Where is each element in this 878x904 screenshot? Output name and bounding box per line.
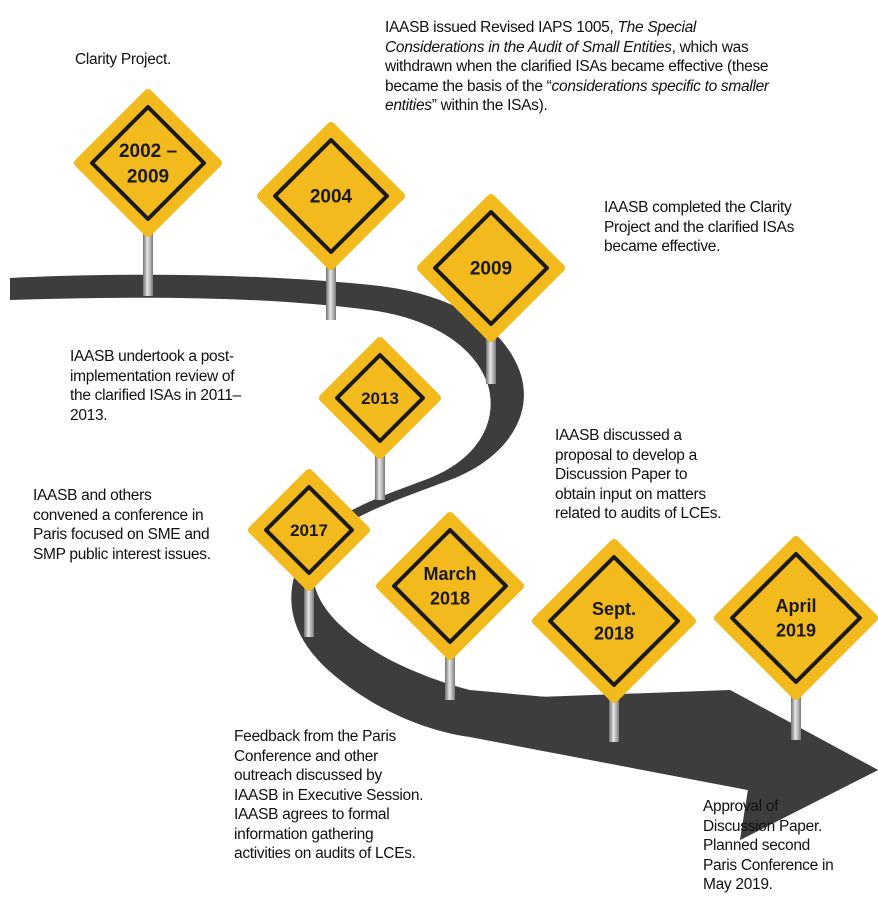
sign-label: 2019 [776, 620, 816, 640]
milestone-sign: 2009 [417, 194, 565, 342]
road [455, 690, 878, 840]
sign-label: 2017 [290, 521, 328, 540]
sign-diamond [257, 122, 405, 270]
note-line: Conference and other [234, 747, 378, 765]
note-line: outreach discussed by [234, 767, 382, 784]
sign-pole [143, 225, 153, 296]
note-line: SMP public interest issues. [33, 545, 211, 563]
sign-border [335, 353, 425, 443]
note-line: became the basis of the “considerations … [385, 77, 769, 97]
note-line: implementation review of [70, 367, 235, 385]
note-clarity-project: Clarity Project. [75, 50, 171, 70]
note-line: proposal to develop a [555, 446, 697, 464]
note-italic: The Special [617, 19, 697, 36]
sign-diamond [74, 89, 222, 237]
note-line: 2013. [70, 406, 108, 424]
sign-pole [326, 255, 336, 320]
sign-border [548, 555, 680, 687]
sign-border [433, 210, 549, 326]
note-line: Paris Conference in [703, 856, 834, 874]
note-line: Project and the clarified ISAs [604, 218, 795, 236]
sign-border [90, 105, 206, 221]
note-post-implementation-review: IAASB undertook a post- implementation r… [70, 347, 241, 425]
note-line: Paris focused on SME and [33, 526, 210, 543]
note-approval: Approval of Discussion Paper. Planned se… [703, 797, 834, 895]
sign-diamond [532, 539, 696, 703]
sign-diamond [319, 337, 441, 459]
sign-pole [445, 645, 455, 700]
sign-pole [791, 685, 801, 740]
milestone-sign: Sept. 2018 [532, 539, 696, 703]
note-text: ” within the ISAs). [431, 97, 548, 114]
milestone-sign: March 2018 [376, 512, 524, 660]
note-line: IAASB in Executive Session. [234, 786, 424, 804]
note-line: Approval of [703, 798, 779, 815]
sign-label: March [423, 564, 476, 584]
note-line: related to audits of LCEs. [555, 505, 722, 522]
note-line: obtain input on matters [555, 485, 706, 503]
sign-label: 2002 – [119, 141, 177, 162]
note-italic: entities [385, 97, 432, 114]
sign-label: 2018 [594, 623, 634, 643]
sign-label: Sept. [592, 599, 636, 619]
sign-diamond [714, 536, 878, 700]
sign-border [392, 528, 508, 644]
sign-label: 2009 [127, 166, 169, 187]
note-italic: Considerations in the Audit of Small Ent… [385, 38, 672, 56]
sign-pole [304, 580, 314, 637]
sign-pole [375, 448, 385, 500]
note-line: Clarity Project. [75, 51, 171, 68]
milestone-sign: 2004 [257, 122, 405, 270]
note-feedback: Feedback from the Paris Conference and o… [234, 727, 424, 864]
note-line: withdrawn when the clarified ISAs became… [385, 58, 769, 75]
note-line: IAASB issued Revised IAPS 1005, The Spec… [385, 18, 769, 38]
milestone-sign: 2002 – 2009 [74, 89, 222, 237]
note-iaps-1005: IAASB issued Revised IAPS 1005, The Spec… [385, 18, 769, 116]
sign-label: 2018 [430, 588, 470, 608]
milestone-sign: April 2019 [714, 536, 878, 700]
note-line: became effective. [604, 238, 721, 255]
note-line: information gathering [234, 825, 374, 843]
note-text: IAASB issued Revised IAPS 1005, [385, 19, 618, 36]
sign-label: April [775, 596, 816, 616]
sign-diamond [376, 512, 524, 660]
note-discussion-paper-proposal: IAASB discussed a proposal to develop a … [555, 426, 722, 524]
note-line: IAASB discussed a [555, 427, 682, 444]
sign-pole [486, 325, 496, 384]
sign-border [264, 485, 354, 575]
sign-diamond [248, 469, 370, 591]
sign-border [273, 138, 389, 254]
sign-label: 2009 [470, 259, 512, 280]
milestone-sign: 2017 [248, 469, 370, 591]
note-line: activities on audits of LCEs. [234, 845, 416, 862]
note-line: Discussion Paper to [555, 466, 688, 483]
note-line: IAASB completed the Clarity [604, 199, 792, 216]
milestone-sign: 2013 [319, 337, 441, 459]
sign-pole [609, 688, 619, 742]
sign-label: 2004 [310, 187, 353, 208]
note-clarity-completed: IAASB completed the Clarity Project and … [604, 198, 794, 257]
sign-label: 2013 [361, 389, 399, 408]
note-line: Planned second [703, 837, 810, 854]
note-line: IAASB and others [33, 487, 152, 504]
note-line: May 2019. [703, 876, 773, 893]
note-line: IAASB agrees to formal [234, 806, 390, 823]
note-italic: considerations specific to smaller [551, 77, 770, 95]
note-line: Feedback from the Paris [234, 728, 396, 745]
note-line: Discussion Paper. [703, 817, 822, 835]
note-line: entities” within the ISAs). [385, 96, 769, 116]
note-paris-conference: IAASB and others convened a conference i… [33, 486, 211, 564]
note-line: Considerations in the Audit of Small Ent… [385, 38, 769, 58]
note-text: , which was [671, 38, 749, 56]
note-line: IAASB undertook a post- [70, 348, 234, 365]
sign-diamond [417, 194, 565, 342]
note-text: became the basis of the “ [385, 77, 552, 95]
note-line: the clarified ISAs in 2011– [70, 387, 241, 404]
note-line: convened a conference in [33, 506, 204, 524]
sign-border [730, 552, 862, 684]
